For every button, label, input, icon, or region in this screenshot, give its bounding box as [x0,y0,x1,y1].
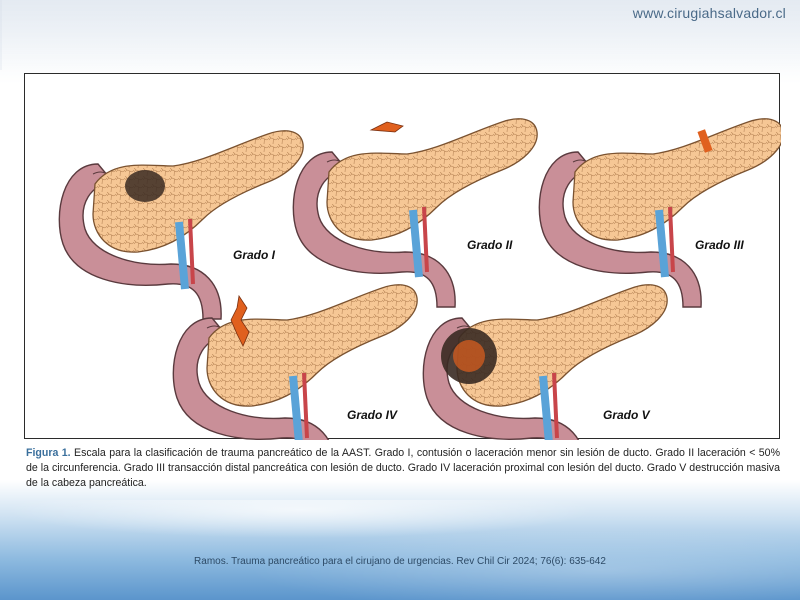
header-watermark [0,0,800,70]
proximal-laceration-mark [230,294,250,347]
citation: Ramos. Trauma pancreático para el ciruja… [194,556,606,567]
pancreas-illustration [25,74,781,440]
grade-label-5: Grado V [603,408,650,422]
panel-grado-5 [423,285,667,440]
figure-frame: Grado I Grado II Grado III Grado IV Grad… [24,73,780,439]
panel-grado-3 [539,119,781,307]
site-url: www.cirugiahsalvador.cl [632,5,786,21]
panel-grado-2 [293,119,537,307]
figure-caption: Figura 1. Escala para la clasificación d… [26,446,780,491]
contusion-mark [125,170,165,202]
grade-label-4: Grado IV [347,408,398,422]
caption-label: Figura 1. [26,447,71,459]
grade-label-3: Grado III [695,238,744,252]
grade-label-1: Grado I [233,248,276,262]
caption-text: Escala para la clasificación de trauma p… [26,447,780,489]
panel-grado-1 [59,131,303,319]
footer-background [0,500,800,600]
panel-grado-4 [173,285,417,440]
laceration-mark [369,121,404,133]
transection-mark [697,129,713,153]
grade-label-2: Grado II [467,238,513,252]
